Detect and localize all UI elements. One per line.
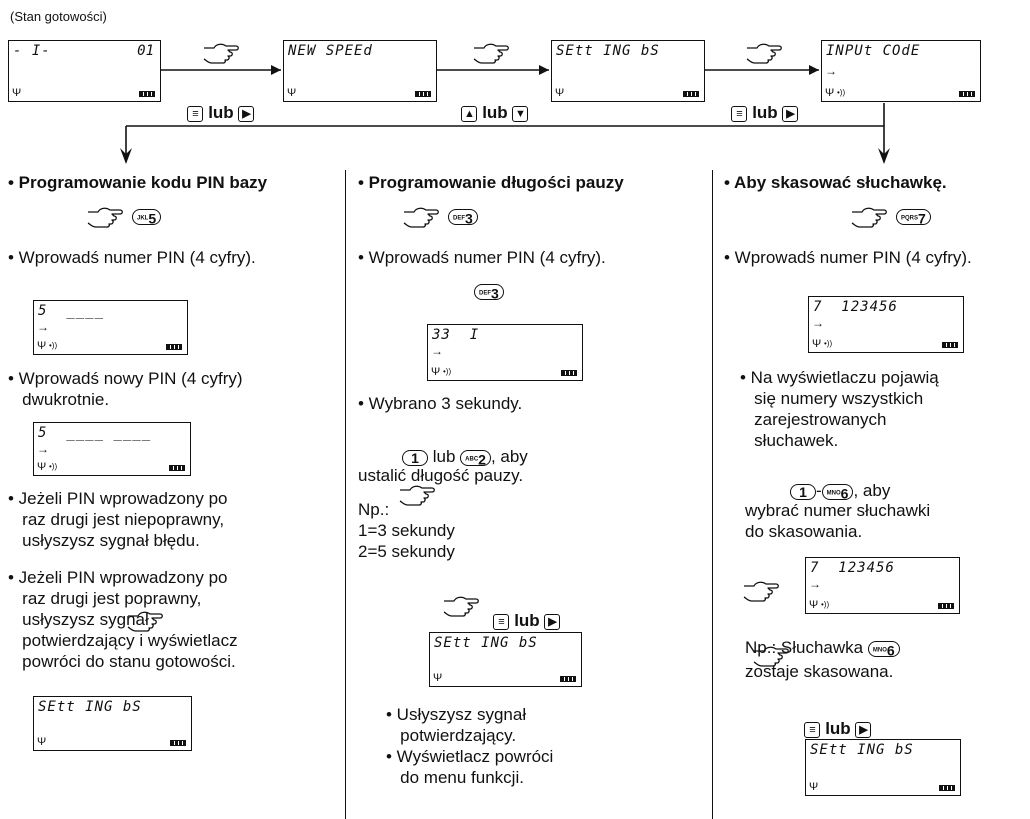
- battery-icon: [959, 91, 975, 97]
- battery-icon: [415, 91, 431, 97]
- status-label: (Stan gotowości): [10, 9, 107, 24]
- section-title: • Aby skasować słuchawkę.: [724, 173, 947, 192]
- menu-or-play: ≡ lub ▶: [795, 697, 872, 739]
- step-text: Np.: 1=3 sekundy 2=5 sekundy: [358, 500, 455, 561]
- antenna-icon: Ψ: [555, 87, 565, 99]
- section-title: • Programowanie długości pauzy: [358, 173, 624, 192]
- step-text: • Na wyświetlaczu pojawią się numery wsz…: [740, 368, 939, 450]
- lcd-screen: 5 ____→ Ψ•)): [33, 300, 188, 355]
- lcd-screen: SEtt ING bS Ψ: [551, 40, 705, 102]
- step-text: ustalić długość pauzy.: [358, 466, 524, 485]
- step-text: • Wprowadś numer PIN (4 cyfry).: [8, 248, 256, 267]
- antenna-icon: Ψ: [287, 87, 297, 99]
- hand-icon: [746, 43, 782, 64]
- step-text: 1 lub ABC2, aby: [402, 446, 528, 467]
- antenna-icon: Ψ: [825, 87, 835, 99]
- step-text: • Wprowadś numer PIN (4 cyfry).: [724, 248, 972, 267]
- menu-or-play: ≡ lub ▶: [722, 81, 799, 123]
- menu-or-play: ≡ lub ▶: [484, 589, 561, 631]
- signal-icon: •)): [837, 88, 846, 97]
- key-3: DEF3: [448, 208, 478, 226]
- step-text: Np.: Słuchawka MNO6: [745, 637, 900, 658]
- menu-or-play: ≡ lub ▶: [178, 81, 255, 123]
- key-7: PQRS7: [896, 208, 931, 226]
- step-text: • Wprowadś numer PIN (4 cyfry).: [358, 248, 606, 267]
- menu-key-icon: ≡: [187, 105, 204, 122]
- play-key-icon: ▶: [782, 105, 799, 122]
- hand-icon: [743, 581, 779, 602]
- battery-icon: [139, 91, 155, 97]
- hand-icon: [403, 207, 439, 228]
- lcd-screen: 7 123456→ Ψ•)): [808, 296, 964, 353]
- step-text: • Jeżeli PIN wprowadzony po raz drugi je…: [8, 568, 238, 671]
- hand-icon: [203, 43, 239, 64]
- arrow-icon: →: [825, 64, 837, 78]
- hand-icon: [443, 596, 479, 617]
- lcd-screen: 7 123456→ Ψ•)): [805, 557, 960, 614]
- step-text: • Wprowadś nowy PIN (4 cyfry) dwukrotnie…: [8, 369, 243, 409]
- antenna-icon: Ψ: [12, 87, 22, 99]
- column-divider: [345, 170, 346, 819]
- step-text: • Usłyszysz sygnał potwierdzający. • Wyś…: [386, 705, 554, 787]
- step-text: 1-MNO6, aby: [790, 480, 890, 501]
- lcd-screen: 5 ____ ____→ Ψ•)): [33, 422, 191, 476]
- step-text: zostaje skasowana.: [745, 662, 894, 681]
- menu-key-icon: ≡: [731, 105, 748, 122]
- hand-icon: [87, 207, 123, 228]
- down-key-icon: ▼: [512, 105, 529, 122]
- hand-icon: [473, 43, 509, 64]
- key-5: JKL5: [132, 208, 162, 226]
- step-text: • Wybrano 3 sekundy.: [358, 394, 523, 413]
- play-key-icon: ▶: [238, 105, 255, 122]
- step-text: • Jeżeli PIN wprowadzony po raz drugi je…: [8, 489, 228, 550]
- lcd-screen: NEW SPEEd Ψ: [283, 40, 437, 102]
- key-3: DEF3: [474, 283, 504, 301]
- up-or-down: ▲ lub ▼: [452, 81, 529, 123]
- up-key-icon: ▲: [461, 105, 478, 122]
- lcd-screen: - I-01 Ψ: [8, 40, 161, 102]
- column-divider: [712, 170, 713, 819]
- hand-icon: [851, 207, 887, 228]
- step-text: wybrać numer słuchawki do skasowania.: [745, 501, 931, 541]
- lcd-screen: 33 I→ Ψ•)): [427, 324, 583, 381]
- lcd-screen: INPUt COdE → Ψ•)): [821, 40, 981, 102]
- battery-icon: [683, 91, 699, 97]
- section-title: • Programowanie kodu PIN bazy: [8, 173, 268, 192]
